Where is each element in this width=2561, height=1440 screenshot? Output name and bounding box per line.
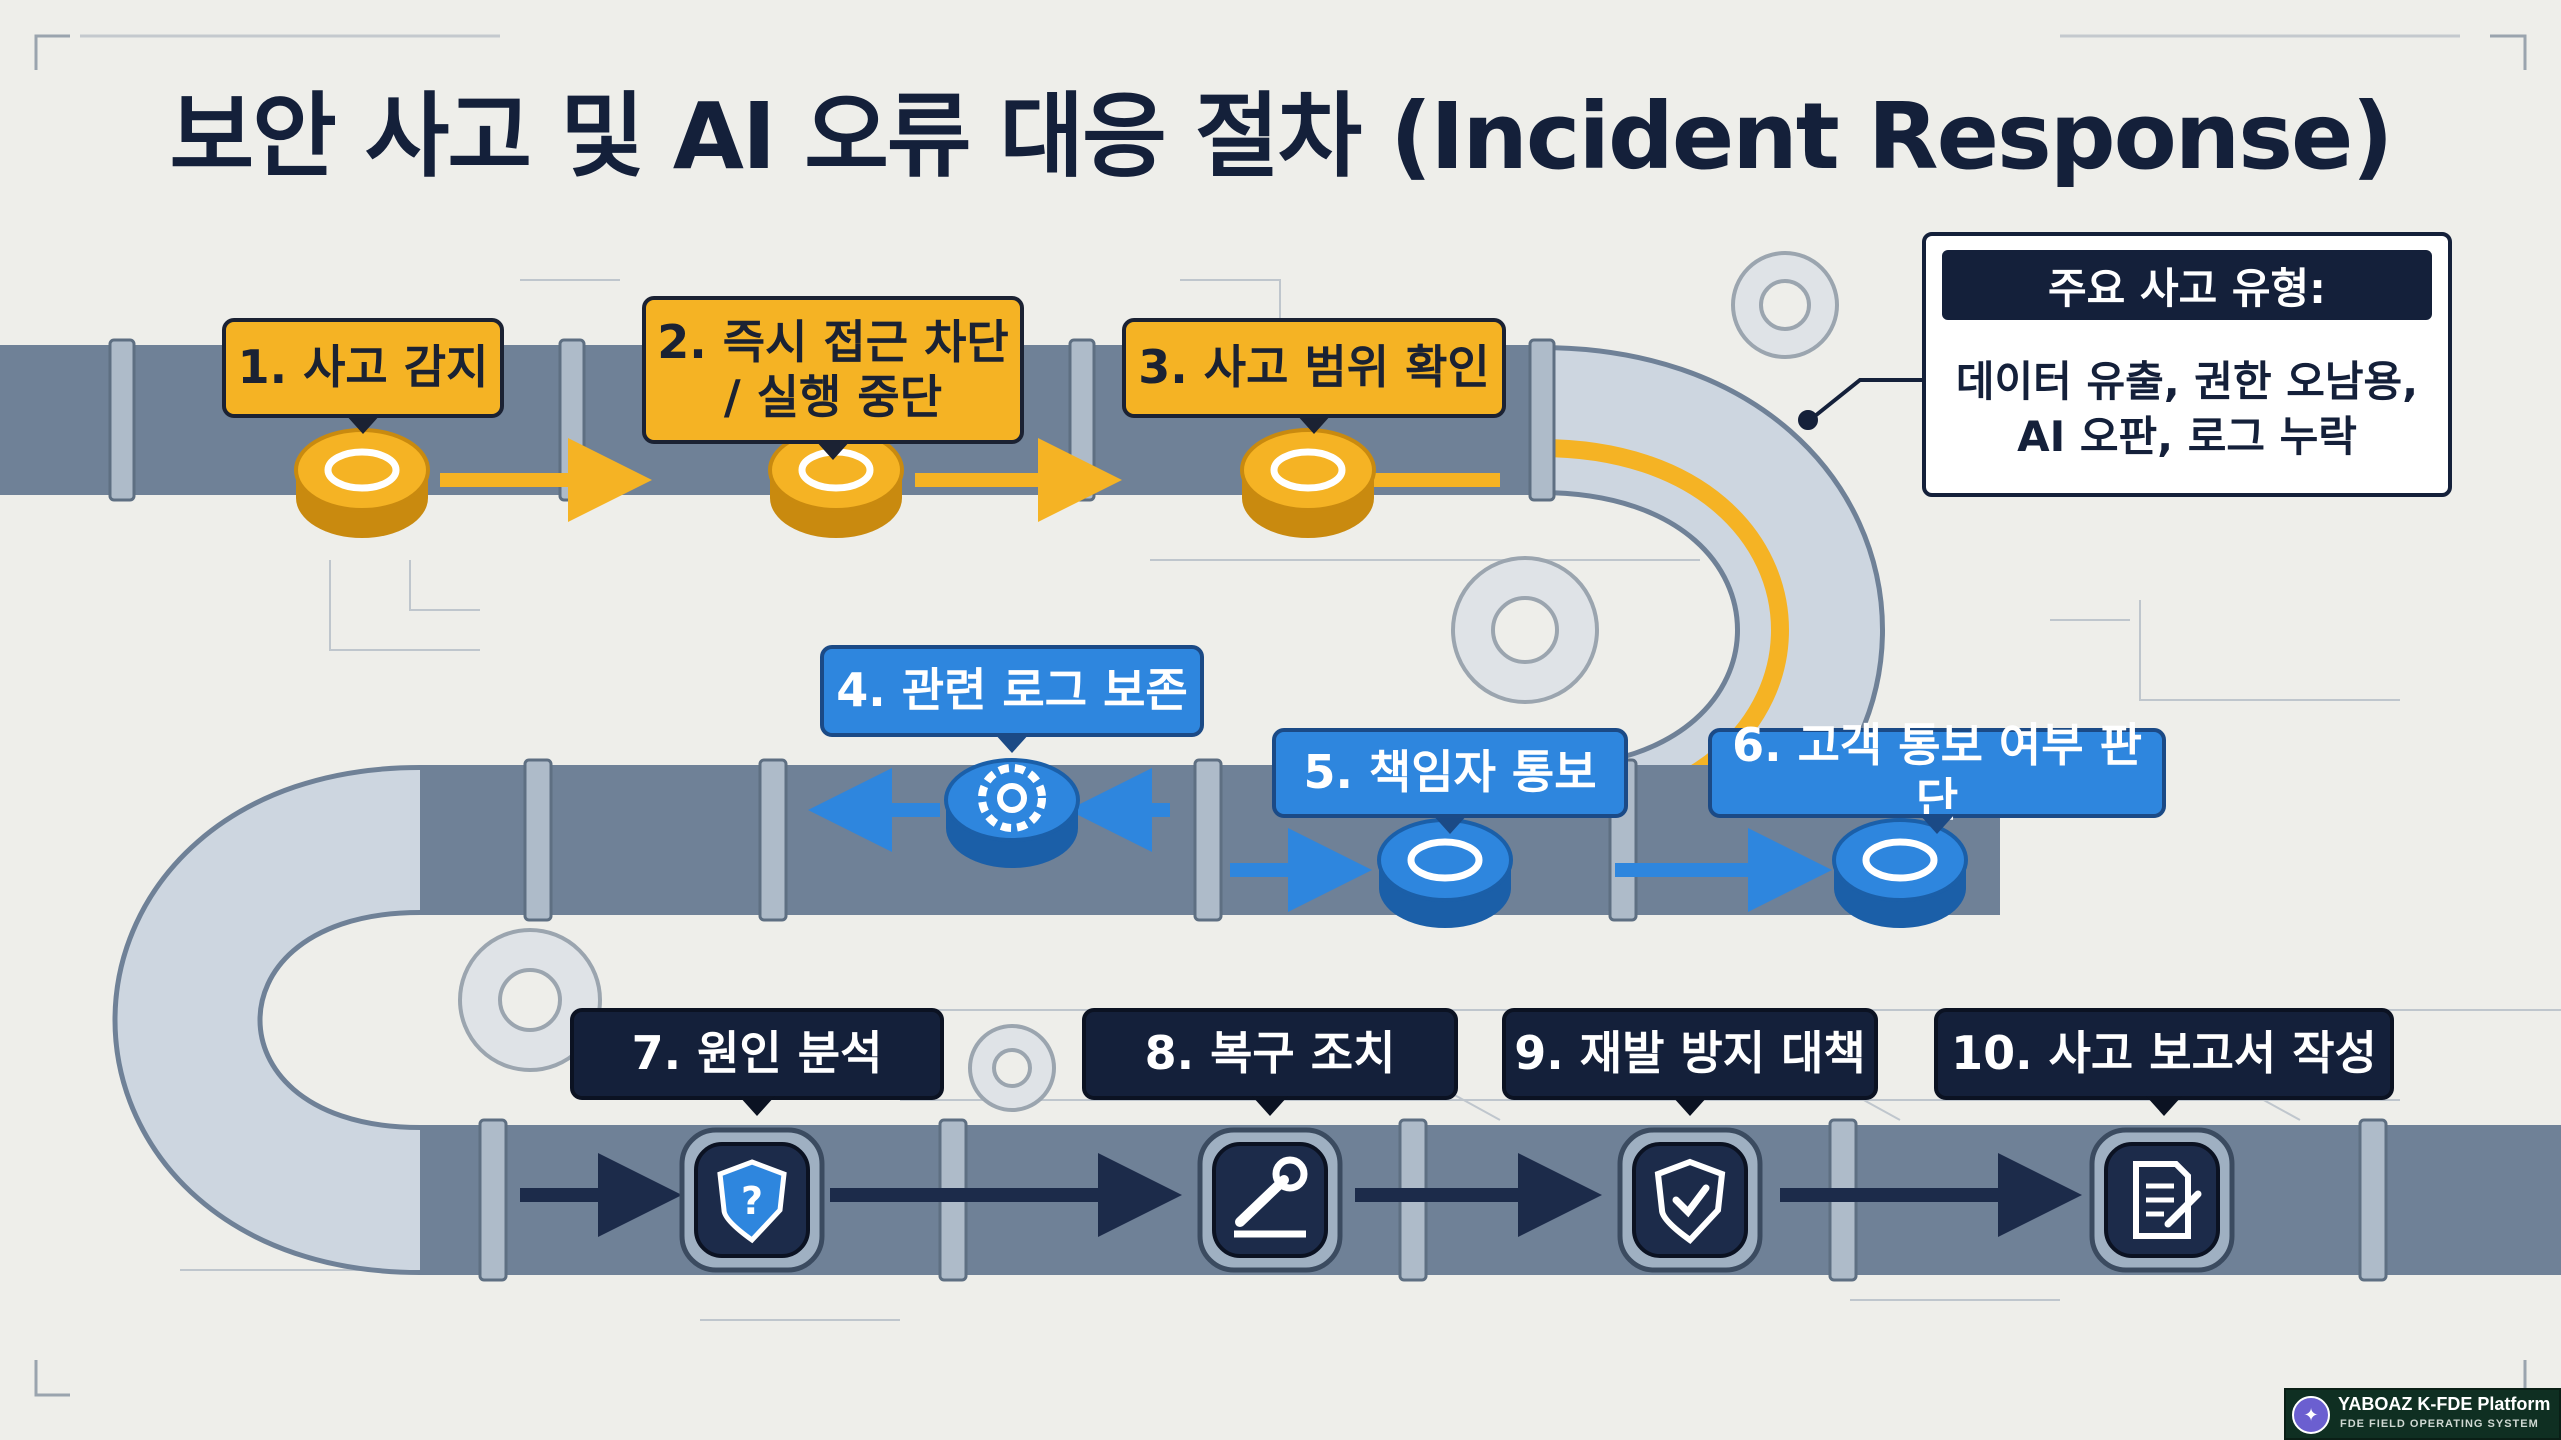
ring-icon bbox=[1407, 838, 1483, 882]
step-label-4: 4. 관련 로그 보존 bbox=[820, 645, 1204, 753]
step-node-9 bbox=[1617, 1127, 1763, 1273]
step-label-3: 3. 사고 범위 확인 bbox=[1122, 318, 1506, 434]
step-node-4 bbox=[944, 758, 1080, 868]
incident-types-box: 주요 사고 유형: 데이터 유출, 권한 오남용, AI 오판, 로그 누락 bbox=[1922, 232, 2452, 497]
platform-logo-icon: ✦ bbox=[2292, 1396, 2330, 1434]
step-label-8: 8. 복구 조치 bbox=[1082, 1008, 1458, 1116]
incident-types-list: 데이터 유출, 권한 오남용, AI 오판, 로그 누락 bbox=[1955, 356, 2419, 461]
ring-icon bbox=[1270, 448, 1346, 492]
step-node-8 bbox=[1197, 1127, 1343, 1273]
ring-icon bbox=[324, 448, 400, 492]
step-node-3 bbox=[1240, 428, 1376, 538]
step-node-7: ? bbox=[679, 1127, 825, 1273]
platform-badge: ✦ YABOAZ K-FDE Platform FDE FIELD OPERAT… bbox=[2284, 1388, 2561, 1440]
step-node-5 bbox=[1377, 818, 1513, 928]
ring-icon bbox=[1862, 838, 1938, 882]
platform-badge-subtitle: FDE FIELD OPERATING SYSTEM bbox=[2340, 1418, 2539, 1430]
shield-question-icon: ? bbox=[717, 1159, 787, 1244]
pipe-couplings bbox=[108, 338, 2388, 1282]
step-label-6: 6. 고객 통보 여부 판단 bbox=[1708, 718, 2166, 834]
step-node-10 bbox=[2089, 1127, 2235, 1273]
platform-badge-title: YABOAZ K-FDE Platform bbox=[2338, 1394, 2551, 1414]
step-node-6 bbox=[1832, 818, 1968, 928]
step-label-7: 7. 원인 분석 bbox=[570, 1008, 944, 1116]
step-label-9: 9. 재발 방지 대책 bbox=[1502, 1008, 1878, 1116]
step-label-2: 2. 즉시 접근 차단 / 실행 중단 bbox=[642, 296, 1024, 460]
flow-arrows bbox=[440, 438, 2082, 1237]
decorative-gears bbox=[458, 251, 1839, 1112]
info-connector bbox=[1798, 378, 1922, 430]
step-node-2 bbox=[768, 428, 904, 538]
step-label-1: 1. 사고 감지 bbox=[222, 318, 504, 434]
document-edit-icon bbox=[2133, 1161, 2202, 1239]
step-nodes: ? bbox=[294, 428, 2235, 1273]
step-node-1 bbox=[294, 428, 430, 538]
wrench-icon bbox=[1234, 1156, 1308, 1238]
incident-types-heading: 주요 사고 유형: bbox=[1942, 250, 2432, 320]
shield-check-icon bbox=[1654, 1158, 1726, 1244]
svg-text:?: ? bbox=[741, 1179, 763, 1223]
gear-icon bbox=[978, 764, 1046, 832]
step-label-5: 5. 책임자 통보 bbox=[1272, 728, 1628, 834]
page-title: 보안 사고 및 AI 오류 대응 절차 (Incident Response) bbox=[169, 83, 2393, 190]
step-label-10: 10. 사고 보고서 작성 bbox=[1934, 1008, 2394, 1116]
